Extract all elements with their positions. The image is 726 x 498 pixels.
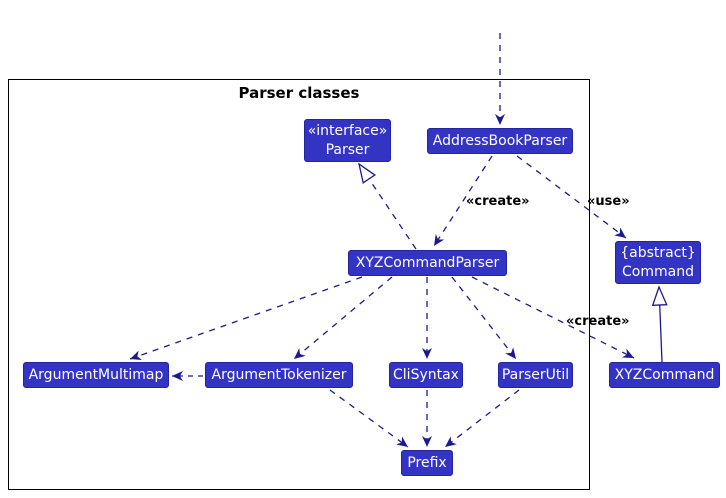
class-parser-name: Parser <box>325 141 370 158</box>
edge-xyzcommandparser-to-argumentmultimap <box>129 276 363 361</box>
class-command-abstract: {abstract} Command <box>615 241 701 284</box>
class-argumentmultimap: ArgumentMultimap <box>23 362 169 388</box>
class-clisyntax-name: CliSyntax <box>393 366 459 383</box>
class-clisyntax: CliSyntax <box>389 362 463 388</box>
frame-title: Parser classes <box>238 84 360 102</box>
edge-parserutil-to-prefix <box>444 389 520 448</box>
class-argumenttokenizer-name: ArgumentTokenizer <box>211 366 347 383</box>
edge-xyzcommandparser-realizes-parser <box>358 162 417 250</box>
edge-xyzcommandparser-to-parserutil <box>451 276 517 360</box>
class-parserutil: ParserUtil <box>498 362 573 388</box>
class-prefix: Prefix <box>401 450 453 476</box>
edge-argumenttokenizer-to-prefix <box>329 389 409 448</box>
edge-label-create-xyzcommand: «create» <box>566 314 630 329</box>
edge-xyzcommand-extends-command <box>651 285 668 363</box>
class-parser-interface: «interface» Parser <box>304 119 391 162</box>
class-command-name: Command <box>622 263 694 280</box>
class-parserutil-name: ParserUtil <box>501 366 570 383</box>
class-argumenttokenizer: ArgumentTokenizer <box>205 362 353 388</box>
package-frame-parser-classes <box>8 79 590 490</box>
edge-addressbookparser-uses-command <box>516 155 627 239</box>
edge-label-use-command: «use» <box>587 194 630 209</box>
class-argumentmultimap-name: ArgumentMultimap <box>28 366 164 383</box>
edge-xyzcommandparser-to-argumenttokenizer <box>293 276 393 360</box>
class-xyzcommand: XYZCommand <box>609 362 720 388</box>
class-xyzcommand-name: XYZCommand <box>614 366 715 383</box>
class-addressbookparser: AddressBookParser <box>427 128 573 154</box>
class-prefix-name: Prefix <box>407 454 447 471</box>
edge-label-create-xyzcommandparser: «create» <box>466 194 530 209</box>
class-command-stereotype: {abstract} <box>620 244 696 261</box>
edge-addressbookparser-creates-xyzcommandparser <box>433 155 493 247</box>
class-xyzcommandparser: XYZCommandParser <box>348 250 507 276</box>
class-parser-stereotype: «interface» <box>307 122 388 139</box>
class-addressbookparser-name: AddressBookParser <box>432 132 568 149</box>
class-xyzcommandparser-name: XYZCommandParser <box>355 254 500 271</box>
